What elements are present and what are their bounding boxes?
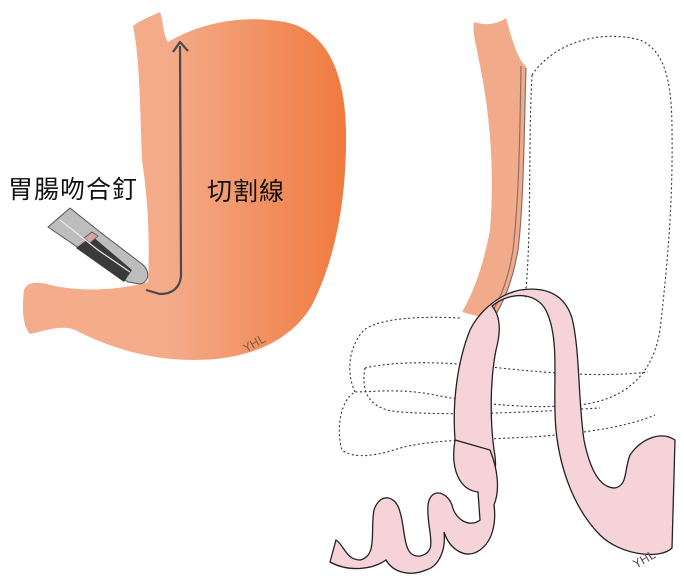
removed-stomach-inner-outline (364, 363, 648, 414)
gastric-sleeve (462, 18, 526, 320)
result-panel: YHL (330, 18, 675, 573)
small-intestine-coils (330, 440, 497, 573)
surgical-stapler-icon (48, 208, 148, 284)
cut-line-label: 切割線 (207, 172, 285, 208)
stapler-label: 胃腸吻合釘 (8, 170, 138, 206)
